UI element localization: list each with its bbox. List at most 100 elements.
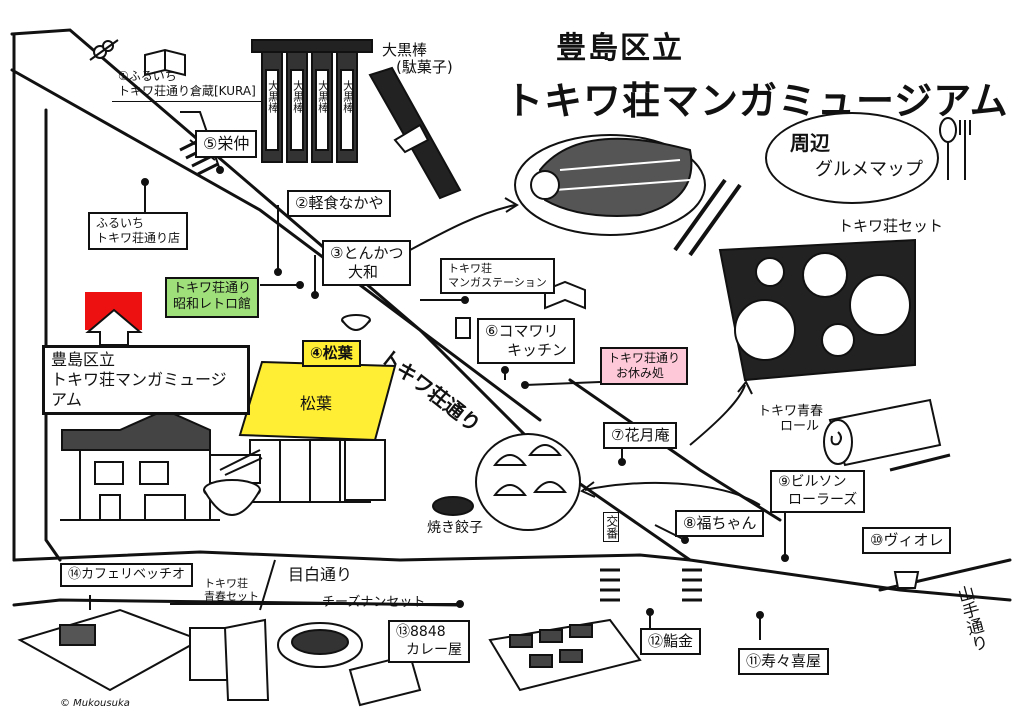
shop-9-label[interactable]: ⑨ビルソン ローラーズ <box>770 470 866 513</box>
shop-6-line2: キッチン <box>507 340 568 359</box>
shop-3-label[interactable]: ③とんかつ 大和 <box>322 240 412 286</box>
daikokubo-single <box>368 66 462 200</box>
furuisu-line2: トキワ荘通り店 <box>96 231 181 245</box>
shop-13-line1: ⑬8848 <box>396 624 446 640</box>
police-box-label: 交番 <box>603 512 619 542</box>
manga-station-label[interactable]: トキワ荘 マンガステーション <box>440 258 555 294</box>
daikoku-stick-2: 大黒棒 <box>291 80 305 113</box>
cafe-set <box>17 559 276 701</box>
tokiwaso-set-label: トキワ荘セット <box>838 217 944 235</box>
mejiro-dori-upper-edge <box>12 550 1012 602</box>
pin-icon <box>455 317 471 339</box>
shop-4-line1: ④松葉 <box>310 344 353 362</box>
shop-13-label[interactable]: ⑬8848 カレー屋 <box>388 620 470 663</box>
tokiwaso-set-tray <box>718 238 916 382</box>
shop-8-label[interactable]: ⑧福ちゃん <box>675 510 765 537</box>
rest-line1: トキワ荘通り <box>608 351 681 365</box>
seishun-roll-line1: トキワ青春 <box>758 404 824 419</box>
retro-line1: トキワ荘通り <box>173 281 252 296</box>
shop-12-label[interactable]: ⑫鮨金 <box>640 628 702 655</box>
shop-9-line2: ローラーズ <box>788 491 858 508</box>
roads <box>10 28 1012 607</box>
manga-book-icon <box>544 280 586 310</box>
museum-marker-arrow <box>85 308 143 346</box>
shop-14-label[interactable]: ⑭カフェリベッチオ <box>60 563 194 588</box>
manga-station-line1: トキワ荘 <box>448 262 492 275</box>
chopsticks <box>673 178 742 257</box>
curry-plate <box>277 622 422 707</box>
daikokubo-line2: (駄菓子) <box>396 58 453 77</box>
roll-cake <box>823 398 951 472</box>
shop-4-label[interactable]: ④松葉 <box>302 340 361 367</box>
title-line2: トキワ荘マンガミュージアム <box>505 79 1009 123</box>
daikokubo-sticks <box>251 39 373 163</box>
title-line1: 豊島区立 <box>556 31 684 66</box>
daikokubo-line1: 大黒棒 <box>382 41 428 59</box>
street-mejiro-dori: 目白通り <box>288 565 353 584</box>
museum-label-line1: 豊島区立 <box>51 350 116 369</box>
matsuba-building <box>209 360 397 503</box>
shop-12-line1: ⑫鮨金 <box>648 632 694 650</box>
shop-6-label[interactable]: ⑥コマワリ キッチン <box>477 318 576 364</box>
shop-10-line1: ⑩ヴィオレ <box>870 531 944 549</box>
cup-icon <box>893 571 920 589</box>
sushi-plate <box>488 618 642 692</box>
shop-7-line1: ⑦花月庵 <box>611 426 670 444</box>
shop-5-label[interactable]: ⑤栄仲 <box>195 130 258 158</box>
copyright-credit: © Mukousuka <box>60 698 130 709</box>
shop-9-line1: ⑨ビルソン <box>778 474 847 490</box>
seishun-set-line2: 青春セット <box>204 589 259 603</box>
gyoza-label: 焼き餃子 <box>427 520 483 536</box>
tokiwaso-dori-lower-edge <box>10 68 542 422</box>
shop-1-line1: ①ふるいち <box>118 69 177 83</box>
seishun-set-line1: トキワ荘 <box>204 577 248 590</box>
shop-2-line1: ②軽食なかや <box>295 194 384 212</box>
retro-line2: 昭和レトロ館 <box>173 297 252 313</box>
subtitle-oval <box>765 112 939 204</box>
museum-marker <box>85 292 143 346</box>
shop-11-line1: ⑪寿々喜屋 <box>746 652 822 670</box>
shop-2-label[interactable]: ②軽食なかや <box>287 190 392 217</box>
east-road-edge <box>568 378 782 522</box>
cheese-naan-label: チーズナンセット <box>322 595 426 610</box>
shop-10-label[interactable]: ⑩ヴィオレ <box>862 527 952 554</box>
daikoku-stick-1: 大黒棒 <box>266 80 280 113</box>
furuisu-line1: ふるいち <box>96 216 145 230</box>
shop-14-line1: ⑭カフェリベッチオ <box>68 567 186 582</box>
daikoku-stick-4: 大黒棒 <box>341 80 355 113</box>
cutlery-icon <box>939 117 971 180</box>
rest-line2: お休み処 <box>616 366 665 380</box>
ramen-bowl-large <box>203 449 263 516</box>
shop-1-line2: トキワ荘通り倉蔵[KURA] <box>118 84 256 98</box>
gyoza-plate <box>432 433 581 531</box>
shop-3-line2: 大和 <box>348 262 379 281</box>
book-icon <box>144 48 186 77</box>
shop-1-label[interactable]: ①ふるいち トキワ荘通り倉蔵[KURA] <box>112 67 262 102</box>
west-road-edge-2 <box>44 108 62 562</box>
shop-3-line1: ③とんかつ <box>330 244 404 262</box>
daikokubo-label: 大黒棒 (駄菓子) <box>382 41 453 77</box>
subtitle-line2: グルメマップ <box>815 159 923 180</box>
museum-building-sketch <box>60 408 220 521</box>
shop-8-line1: ⑧福ちゃん <box>683 514 757 532</box>
showa-retro-label[interactable]: トキワ荘通り 昭和レトロ館 <box>165 277 260 318</box>
shop-11-label[interactable]: ⑪寿々喜屋 <box>738 648 830 675</box>
seishun-set-label: トキワ荘 青春セット <box>204 577 259 603</box>
furuisu-store-label[interactable]: ふるいち トキワ荘通り店 <box>88 212 189 250</box>
rest-area-label[interactable]: トキワ荘通り お休み処 <box>600 347 689 385</box>
shop-5-line1: ⑤栄仲 <box>203 134 250 153</box>
shop-7-label[interactable]: ⑦花月庵 <box>603 422 678 449</box>
tonkatsu-plate <box>514 134 706 236</box>
ramen-bowl-small <box>341 314 371 331</box>
subtitle-line1: 周辺 <box>790 131 830 155</box>
seishun-roll-label: トキワ青春 ロール <box>758 404 824 435</box>
crosswalks <box>179 138 702 602</box>
shop-6-line1: ⑥コマワリ <box>485 322 559 340</box>
museum-label-line2: トキワ荘マンガミュージアム <box>51 370 227 409</box>
museum-label: 豊島区立 トキワ荘マンガミュージアム <box>42 345 250 415</box>
matsuba-roof-sign: 松葉 <box>300 394 333 413</box>
manga-station-line2: マンガステーション <box>448 275 547 289</box>
shop-13-line2: カレー屋 <box>406 641 462 658</box>
seishun-roll-line2: ロール <box>780 418 820 434</box>
